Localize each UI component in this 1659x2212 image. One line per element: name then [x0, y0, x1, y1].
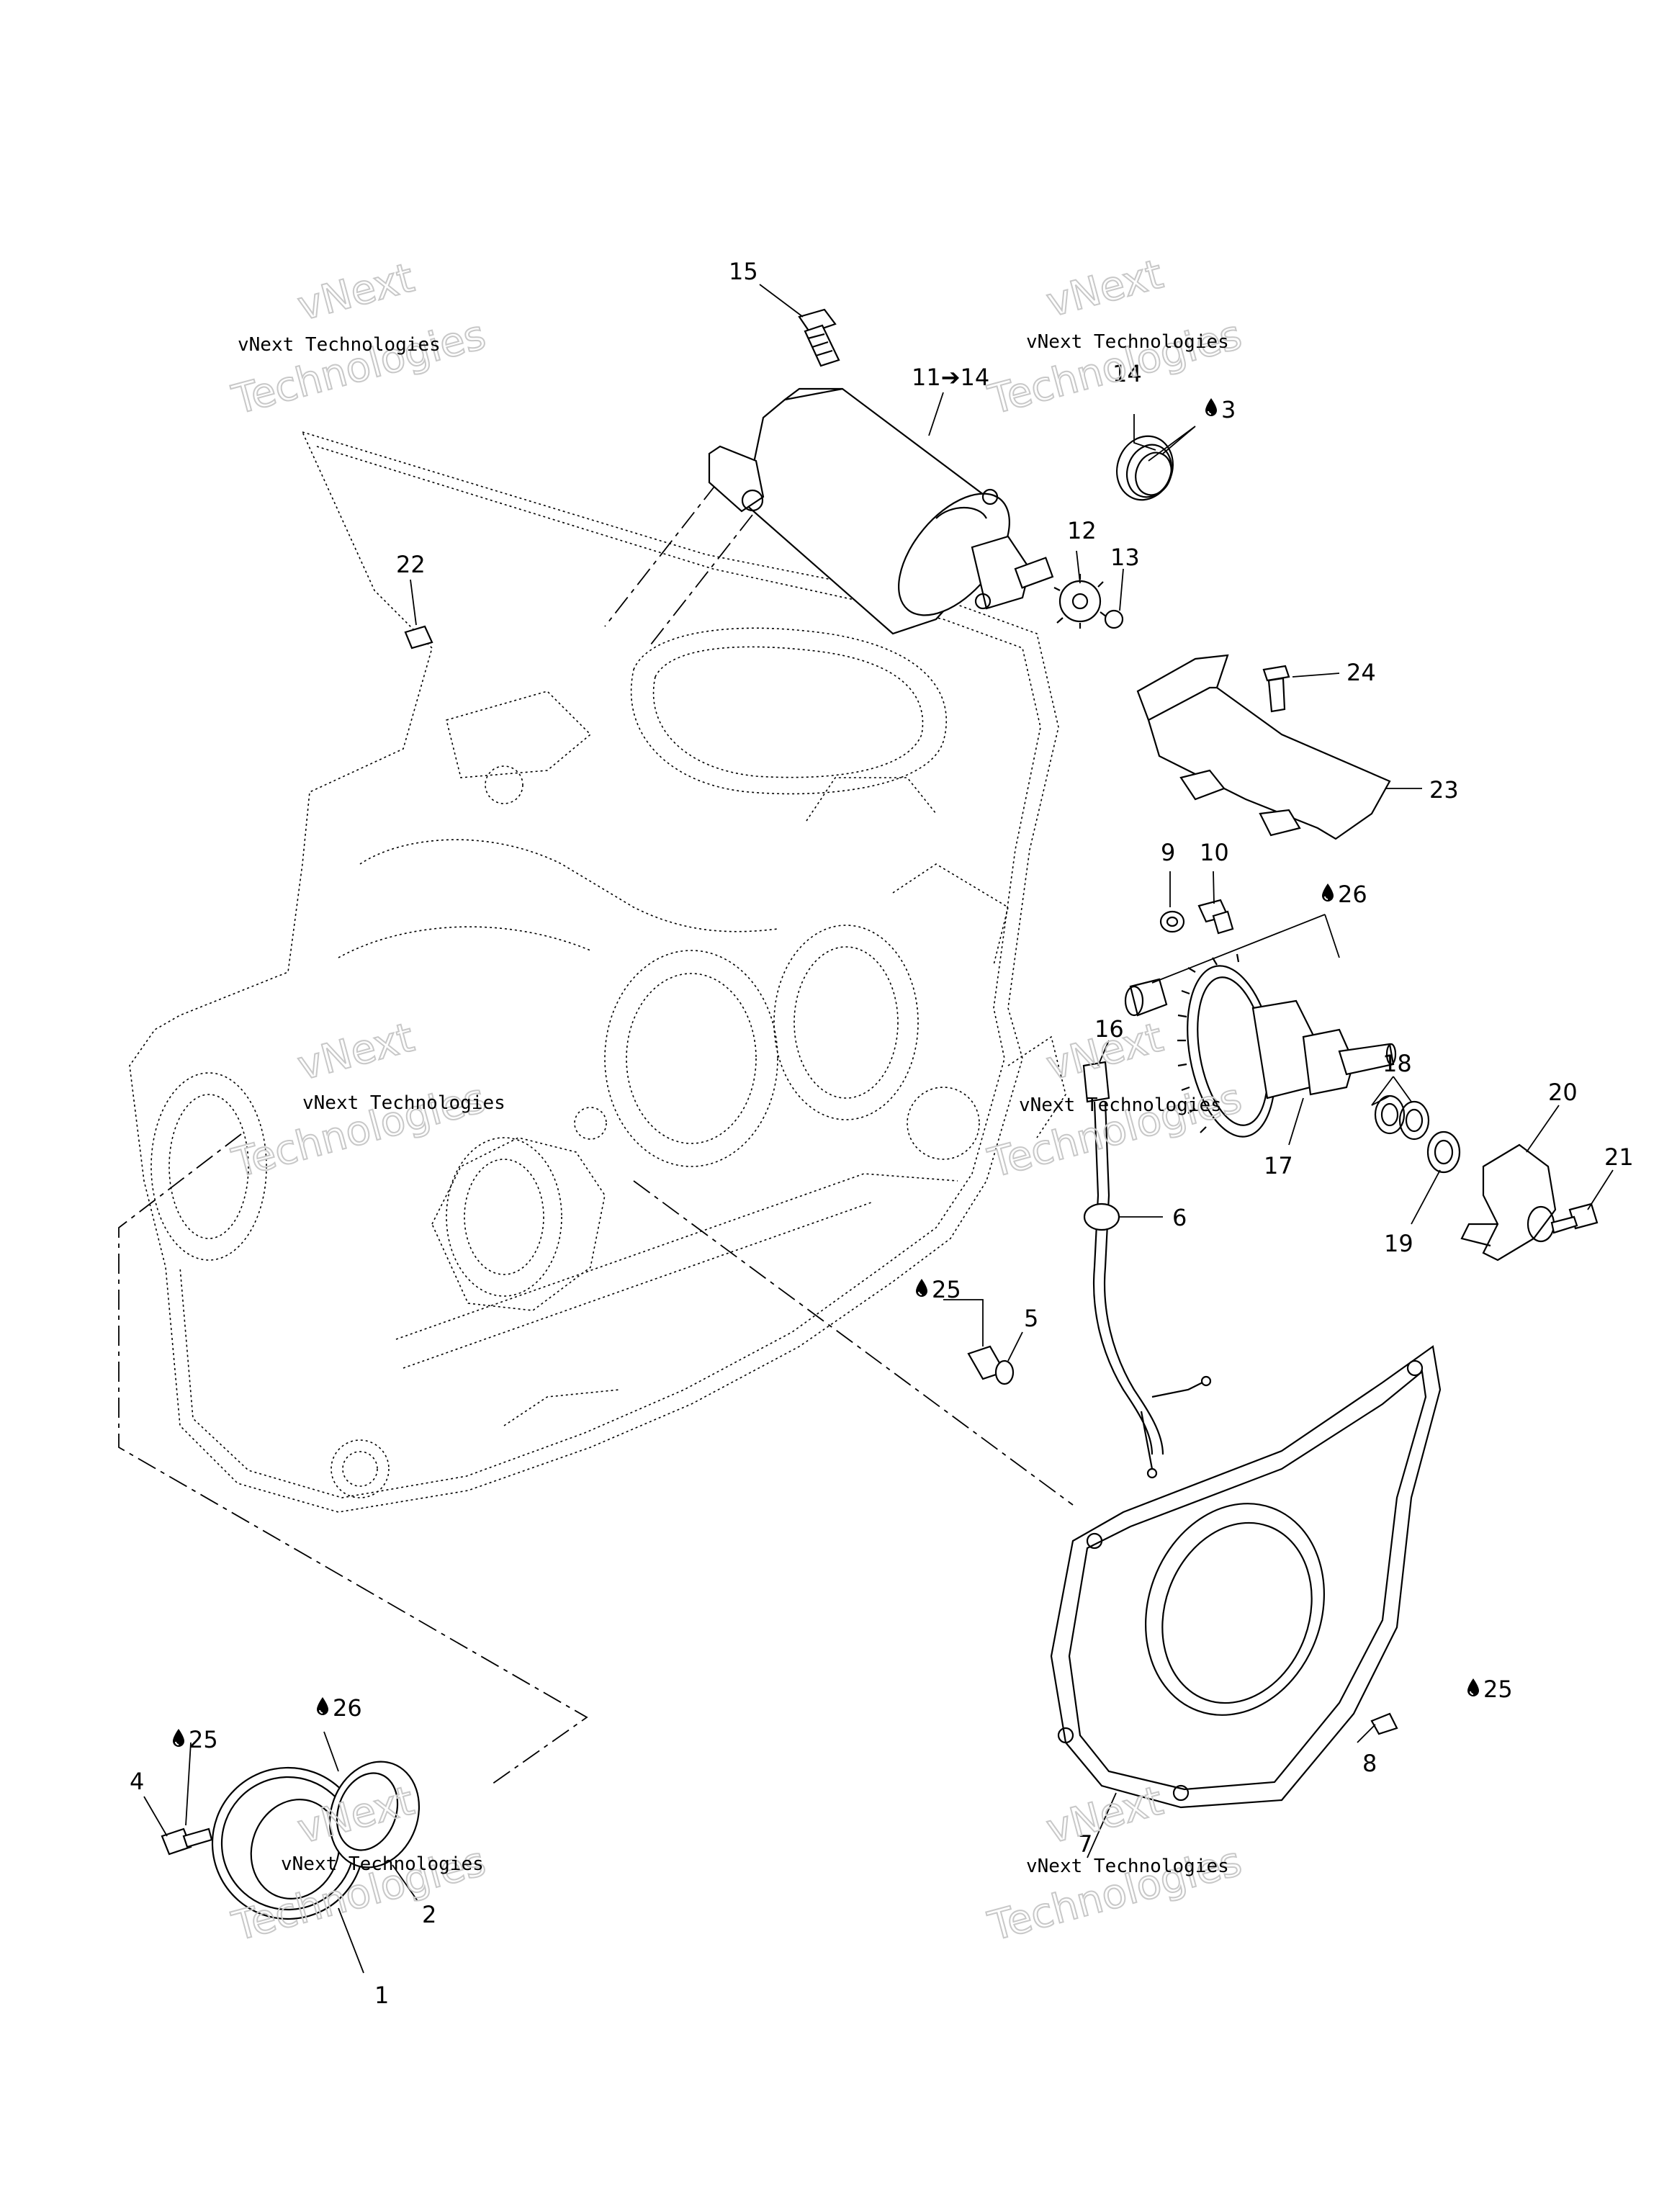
watermark-text: vNext Technologies — [238, 334, 441, 356]
drop-icon — [1321, 883, 1334, 902]
label-26: 26 — [1338, 881, 1367, 908]
label-2: 2 — [422, 1901, 436, 1928]
label-5: 5 — [1024, 1305, 1038, 1332]
needle-bearing[interactable] — [1124, 978, 1168, 1017]
o-rings[interactable] — [1108, 428, 1182, 508]
watermark-big: vNext — [293, 254, 419, 330]
label-24: 24 — [1346, 659, 1376, 686]
label-11-14: 11➔14 — [912, 364, 989, 391]
washer[interactable] — [1159, 910, 1185, 933]
watermark-big: Technologies — [228, 312, 490, 424]
label-3: 3 — [1221, 396, 1236, 423]
label-10: 10 — [1200, 839, 1229, 866]
label-19: 19 — [1384, 1230, 1413, 1257]
starter-bolt[interactable] — [798, 308, 840, 367]
assembly-centerlines — [118, 483, 1074, 1786]
plug-bolt[interactable] — [967, 1345, 1015, 1385]
drop-icon — [172, 1728, 185, 1748]
plug[interactable] — [404, 625, 433, 649]
label-22: 22 — [396, 551, 426, 578]
part-labels: 15 11➔14 14 3 12 13 22 24 23 9 10 26 16 … — [130, 258, 1634, 2009]
watermark-big: vNext — [293, 1014, 419, 1089]
seal-housing[interactable] — [191, 1746, 385, 1940]
oil-seal[interactable] — [315, 1749, 433, 1880]
wiring-harness[interactable] — [1082, 1061, 1212, 1479]
label-12: 12 — [1067, 517, 1097, 544]
label-17: 17 — [1264, 1152, 1293, 1179]
label-25: 25 — [1483, 1676, 1513, 1703]
drop-icon — [915, 1278, 928, 1298]
label-6: 6 — [1172, 1204, 1187, 1231]
label-20: 20 — [1548, 1079, 1578, 1106]
watermark-text: vNext Technologies — [1026, 331, 1229, 353]
label-13: 13 — [1110, 544, 1140, 571]
cover-screw[interactable] — [1370, 1712, 1398, 1735]
watermark-text: vNext Technologies — [281, 1853, 484, 1875]
leader-lines — [143, 284, 1614, 1974]
label-26: 26 — [333, 1694, 362, 1722]
watermark-text: vNext Technologies — [1019, 1094, 1222, 1116]
housing-bolt[interactable] — [161, 1827, 213, 1856]
starter-motor[interactable] — [708, 387, 1054, 635]
label-23: 23 — [1429, 776, 1459, 804]
thrust-washers[interactable] — [1374, 1094, 1461, 1174]
drop-icon — [316, 1696, 329, 1716]
support-bolt[interactable] — [1550, 1202, 1599, 1234]
crankcase-phantom — [129, 431, 1066, 1513]
label-4: 4 — [130, 1768, 144, 1795]
label-7: 7 — [1078, 1830, 1092, 1858]
label-9: 9 — [1161, 839, 1175, 866]
watermark-text: vNext Technologies — [302, 1092, 505, 1114]
drop-icon — [1467, 1678, 1480, 1697]
gear-support[interactable] — [1460, 1143, 1557, 1262]
cover-bolt[interactable] — [1262, 665, 1290, 713]
watermark-text: vNext Technologies — [1026, 1856, 1229, 1877]
gear-bolt[interactable] — [1197, 899, 1234, 935]
label-15: 15 — [729, 258, 758, 285]
starter-drive-gear[interactable] — [1175, 953, 1397, 1143]
label-1: 1 — [374, 1982, 389, 2009]
label-25: 25 — [189, 1726, 218, 1753]
label-18: 18 — [1382, 1050, 1412, 1077]
label-8: 8 — [1362, 1750, 1377, 1777]
circlip[interactable] — [1104, 609, 1124, 629]
pinion-gear[interactable] — [1053, 574, 1107, 629]
label-25: 25 — [932, 1276, 961, 1303]
label-14: 14 — [1112, 360, 1142, 387]
watermark-big: vNext — [1042, 1777, 1168, 1853]
magneto-cover[interactable] — [1050, 1345, 1442, 1809]
drop-icon — [1205, 397, 1218, 417]
label-21: 21 — [1604, 1143, 1634, 1171]
watermark-big: Technologies — [984, 1075, 1246, 1187]
watermark-big: vNext — [1042, 251, 1168, 326]
starter-cover[interactable] — [1136, 654, 1391, 840]
label-16: 16 — [1094, 1015, 1124, 1043]
